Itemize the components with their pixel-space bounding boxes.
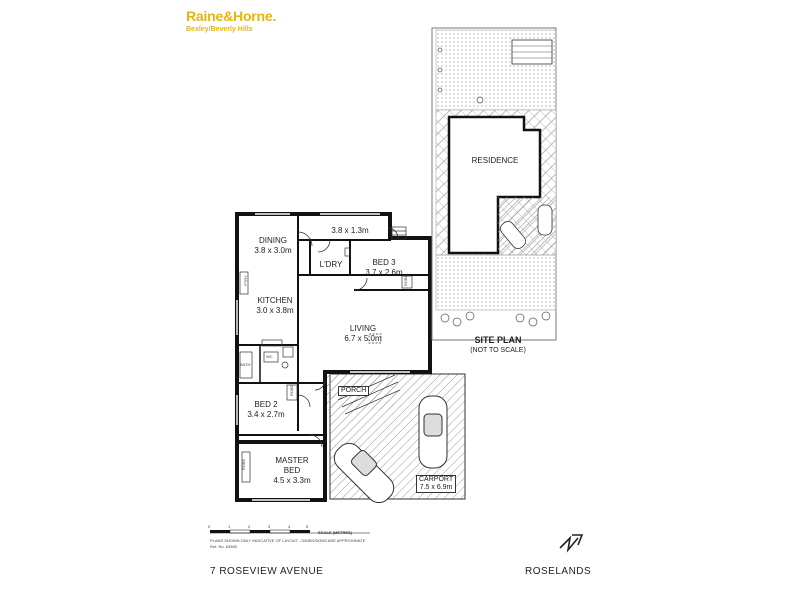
site-residence-label: RESIDENCE [471, 156, 519, 165]
scale-tick-4: 4 [288, 524, 291, 529]
room-bed3: BED 3 3.7 x 2.6m [358, 258, 410, 278]
robe-label-master: ROBE [241, 458, 247, 471]
robe-label-bed3: ROBE [403, 274, 409, 287]
scale-tick-2: 2 [248, 524, 251, 529]
site-plan-title: SITE PLAN [474, 335, 522, 345]
brand-office: Bexley/Beverly Hills [186, 26, 253, 33]
room-living-name: LIVING [349, 324, 377, 333]
site-plan-drawing [431, 27, 557, 341]
scale-tick-5: 5 [306, 524, 309, 529]
carport-cars [333, 395, 448, 504]
room-master-name2: BED [283, 466, 301, 475]
room-dining-dims: 3.8 x 3.0m [254, 246, 292, 255]
scale-tick-0: 0 [208, 524, 211, 529]
bath-label: BATH [240, 362, 251, 367]
room-bed2-dims: 3.4 x 2.7m [247, 410, 285, 419]
robe-label-bed2: ROBE [289, 384, 295, 397]
room-dining-name: DINING [259, 236, 287, 245]
room-bed2-name: BED 2 [254, 400, 278, 409]
scale-bar [210, 529, 370, 534]
room-master-bed: MASTER BED 4.5 x 3.3m [267, 456, 317, 486]
scale-tick-1: 1 [228, 524, 231, 529]
room-master-name: MASTER [275, 456, 309, 465]
carport-label: CARPORT 7.5 x 6.9m [416, 475, 457, 493]
scale-tick-3: 3 [268, 524, 271, 529]
scale-ref: Ref. No. 63565 [210, 544, 237, 549]
room-master-dims: 4.5 x 3.3m [273, 476, 311, 485]
room-kitchen: KITCHEN 3.0 x 3.8m [250, 296, 300, 316]
room-kitchen-name: KITCHEN [257, 296, 293, 305]
site-plan-note: (NOT TO SCALE) [470, 347, 526, 354]
north-arrow [559, 534, 584, 553]
carport-dims: 7.5 x 6.9m [419, 484, 453, 491]
room-bed3-dims: 3.7 x 2.6m [365, 268, 403, 277]
address-street: 7 ROSEVIEW AVENUE [210, 566, 324, 577]
brand-logo: Raine&Horne. [186, 8, 277, 24]
room-bed2: BED 2 3.4 x 2.7m [243, 400, 289, 420]
pantry-label: PTRY [242, 275, 248, 286]
room-living-dims: 6.7 x 5.0m [344, 334, 382, 343]
room-store-dims: 3.8 x 1.3m [331, 226, 369, 235]
carport-name: CARPORT [419, 476, 454, 483]
room-laundry-name: L'DRY [319, 260, 343, 269]
wc-label: WC [266, 354, 273, 359]
scale-disclaimer: PLANS SHOWN ONLY INDICATIVE OF LAYOUT - … [210, 538, 366, 543]
porch-label: PORCH [338, 386, 370, 396]
address-suburb: ROSELANDS [525, 566, 592, 577]
room-kitchen-dims: 3.0 x 3.8m [256, 306, 294, 315]
room-dining: DINING 3.8 x 3.0m [247, 236, 299, 256]
scale-label: SCALE (METRES) [318, 530, 352, 535]
room-living: LIVING 6.7 x 5.0m [335, 324, 391, 344]
room-bed3-name: BED 3 [372, 258, 396, 267]
